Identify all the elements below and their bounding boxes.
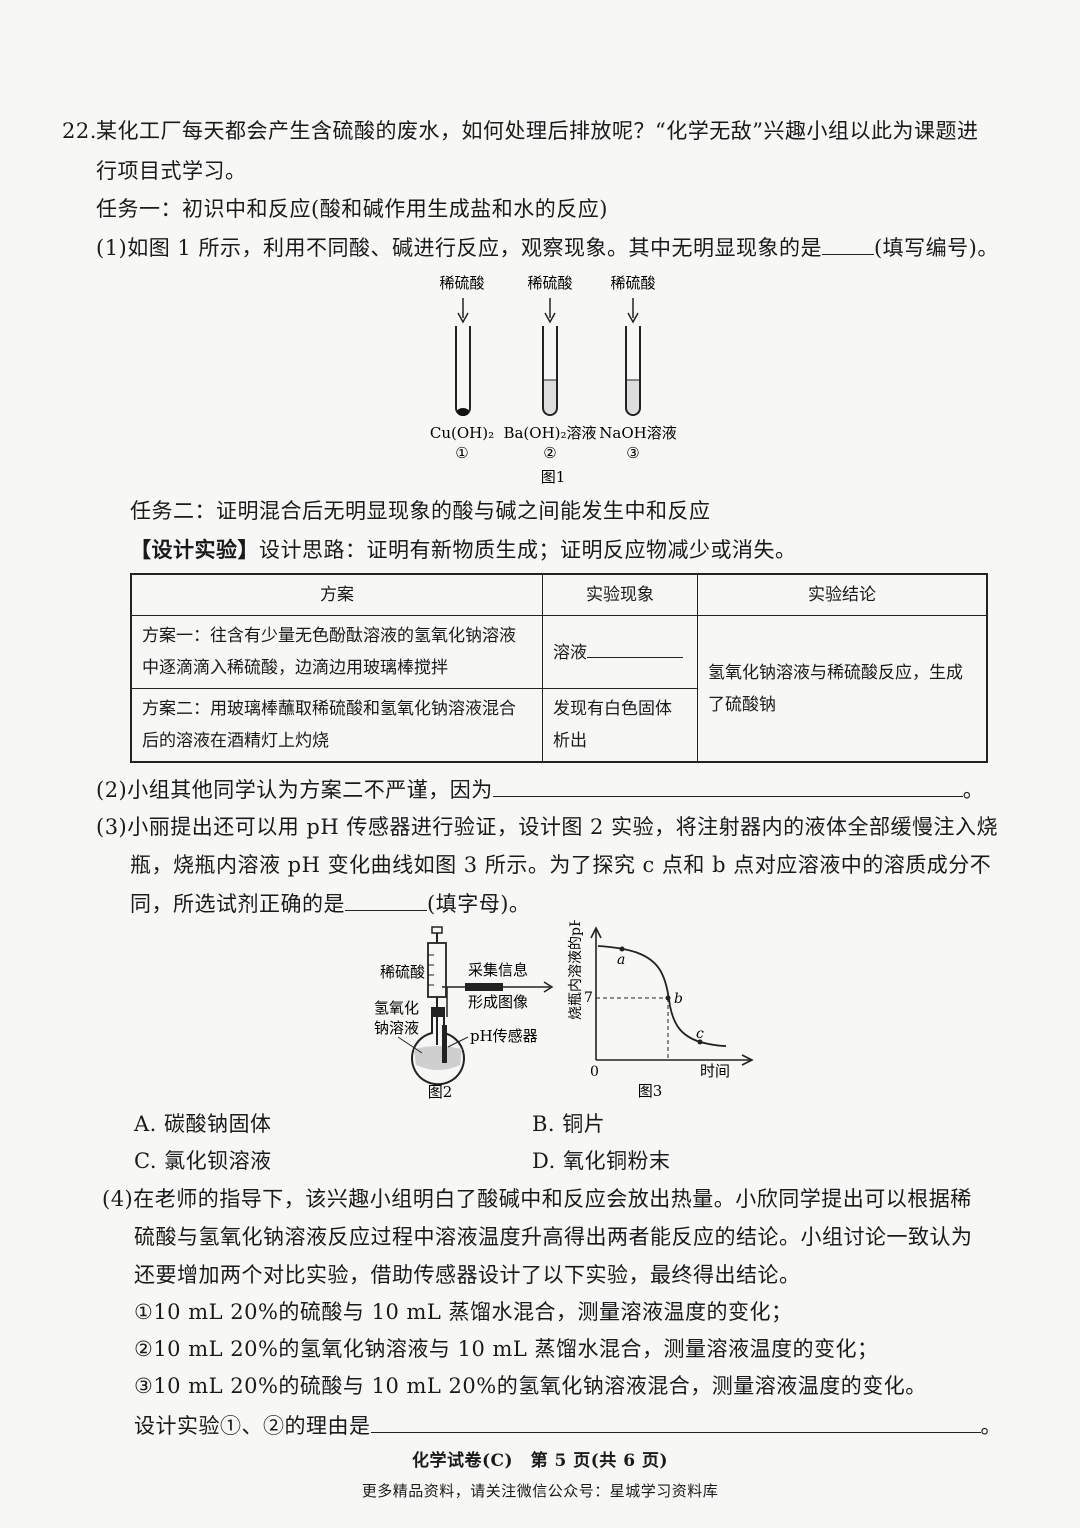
table-header-plan: 方案 [130, 573, 543, 616]
plan2-phenomenon: 发现有白色固体析出 [542, 688, 698, 763]
plan1-phenomenon-blank[interactable] [587, 635, 683, 658]
question-number: 22. [62, 119, 97, 143]
table-row: 方案二：用玻璃棒蘸取稀硫酸和氢氧化钠溶液混合后的溶液在酒精灯上灼烧 发现有白色固… [130, 688, 987, 763]
conclusion-cell: 氢氧化钠溶液与稀硫酸反应，生成了硫酸钠 [697, 615, 988, 763]
q2-text: (2)小组其他同学认为方案二不严谨，因为。 [96, 774, 984, 805]
tube-2: 稀硫酸 Ba(OH)₂溶液 ② [503, 274, 596, 462]
tube-3: 稀硫酸 NaOH溶液 ③ [599, 274, 676, 462]
design-text: 【设计实验】设计思路：证明有新物质生成；证明反应物减少或消失。 [130, 537, 797, 562]
tube3-number: ③ [626, 444, 639, 462]
fig3-point-c: c [696, 1026, 704, 1042]
q4-reason: 设计实验①、②的理由是。 [134, 1410, 1002, 1441]
fig3-xlabel: 时间 [700, 1062, 730, 1080]
q4-answer-blank[interactable] [370, 1410, 981, 1433]
tube1-acid-label: 稀硫酸 [439, 274, 484, 292]
q2-answer-blank[interactable] [492, 774, 963, 797]
fig3-point-b: b [674, 991, 683, 1007]
q4-line2: 硫酸与氢氧化钠溶液反应过程中溶液温度升高得出两者能反应的结论。小组讨论一致认为 [134, 1225, 973, 1249]
q1-text: (1)如图 1 所示，利用不同酸、碱进行反应，观察现象。其中无明显现象的是(填写… [96, 232, 999, 263]
figure2: 稀硫酸 采集信息 形成图像 氢氧化 钠溶液 pH传感器 图2 [374, 926, 554, 1101]
q4-exp2: ②10 mL 20%的氢氧化钠溶液与 10 mL 蒸馏水混合，测量溶液温度的变化… [134, 1337, 879, 1361]
task2-title: 任务二：证明混合后无明显现象的酸与碱之间能发生中和反应 [130, 499, 711, 523]
fig3-origin: 0 [590, 1064, 599, 1080]
design-tag: 【设计实验】 [130, 537, 259, 562]
fig3-y7: 7 [584, 990, 593, 1006]
question-intro-line1: 某化工厂每天都会产生含硫酸的废水，如何处理后排放呢？“化学无敌”兴趣小组以此为课… [96, 119, 979, 143]
table-row: 方案一：往含有少量无色酚酞溶液的氢氧化钠溶液中逐滴滴入稀硫酸，边滴边用玻璃棒搅拌… [130, 615, 988, 763]
option-a[interactable]: A. 碳酸钠固体 [134, 1112, 272, 1136]
fig2-image-label: 形成图像 [468, 993, 528, 1011]
q4-exp1: ①10 mL 20%的硫酸与 10 mL 蒸馏水混合，测量溶液温度的变化； [134, 1300, 793, 1324]
fig2-naoh-label-2: 钠溶液 [374, 1019, 419, 1037]
tube1-number: ① [455, 444, 468, 462]
q3-answer-blank[interactable] [345, 888, 427, 911]
fig2-sensor-label: pH传感器 [470, 1027, 538, 1045]
tube2-acid-label: 稀硫酸 [527, 274, 572, 292]
q3-line1: (3)小丽提出还可以用 pH 传感器进行验证，设计图 2 实验，将注射器内的液体… [96, 815, 999, 839]
question-intro-line2: 行项目式学习。 [96, 159, 247, 183]
plan1-cell: 方案一：往含有少量无色酚酞溶液的氢氧化钠溶液中逐滴滴入稀硫酸，边滴边用玻璃棒搅拌 [130, 615, 543, 689]
figure1-caption: 图1 [541, 468, 566, 486]
option-d[interactable]: D. 氧化铜粉末 [532, 1149, 671, 1173]
table-header-phenomenon: 实验现象 [542, 573, 698, 616]
q4-line3: 还要增加两个对比实验，借助传感器设计了以下实验，最终得出结论。 [134, 1263, 801, 1287]
page-footer-info: 化学试卷(C) 第 5 页(共 6 页) [411, 1451, 669, 1471]
task1-title: 任务一：初识中和反应(酸和碱作用生成盐和水的反应) [96, 197, 608, 221]
tube1-base-label: Cu(OH)₂ [430, 424, 494, 442]
option-b[interactable]: B. 铜片 [532, 1112, 606, 1136]
option-c[interactable]: C. 氯化钡溶液 [134, 1149, 272, 1173]
figure2-caption: 图2 [428, 1083, 453, 1101]
fig2-acid-label: 稀硫酸 [380, 963, 425, 981]
tube-1: 稀硫酸 Cu(OH)₂ ① [430, 274, 494, 462]
fig3-ylabel: 烧瓶内溶液的pH [568, 920, 584, 1020]
figure3: 烧瓶内溶液的pH 时间 0 7 a b c 图3 [568, 920, 754, 1100]
table-header-conclusion: 实验结论 [697, 573, 988, 616]
q4-line1: (4)在老师的指导下，该兴趣小组明白了酸碱中和反应会放出热量。小欣同学提出可以根… [102, 1187, 972, 1211]
q4-exp3: ③10 mL 20%的硫酸与 10 mL 20%的氢氧化钠溶液混合，测量溶液温度… [134, 1374, 927, 1398]
fig2-naoh-label-1: 氢氧化 [374, 999, 419, 1017]
tube2-number: ② [543, 444, 556, 462]
tube3-acid-label: 稀硫酸 [610, 274, 655, 292]
plan2-cell: 方案二：用玻璃棒蘸取稀硫酸和氢氧化钠溶液混合后的溶液在酒精灯上灼烧 [130, 688, 543, 763]
plan1-phenomenon: 溶液 [542, 615, 698, 689]
fig3-point-a: a [617, 952, 625, 968]
tube2-base-label: Ba(OH)₂溶液 [503, 424, 596, 442]
fig2-collect-label: 采集信息 [468, 961, 528, 979]
figure3-caption: 图3 [638, 1082, 663, 1100]
figure1: 稀硫酸 Cu(OH)₂ ① 稀硫酸 Ba(OH)₂溶液 ② 稀硫酸 NaOH溶液… [430, 274, 677, 486]
page-footer-note: 更多精品资料，请关注微信公众号：星城学习资料库 [361, 1482, 719, 1500]
experiment-table: 方案 实验现象 实验结论 方案一：往含有少量无色酚酞溶液的氢氧化钠溶液中逐滴滴入… [130, 573, 988, 763]
q3-line3: 同，所选试剂正确的是(填字母)。 [130, 888, 530, 919]
tube3-base-label: NaOH溶液 [599, 424, 676, 442]
q3-line2: 瓶，烧瓶内溶液 pH 变化曲线如图 3 所示。为了探究 c 点和 b 点对应溶液… [130, 853, 992, 877]
q1-answer-blank[interactable] [821, 232, 874, 255]
